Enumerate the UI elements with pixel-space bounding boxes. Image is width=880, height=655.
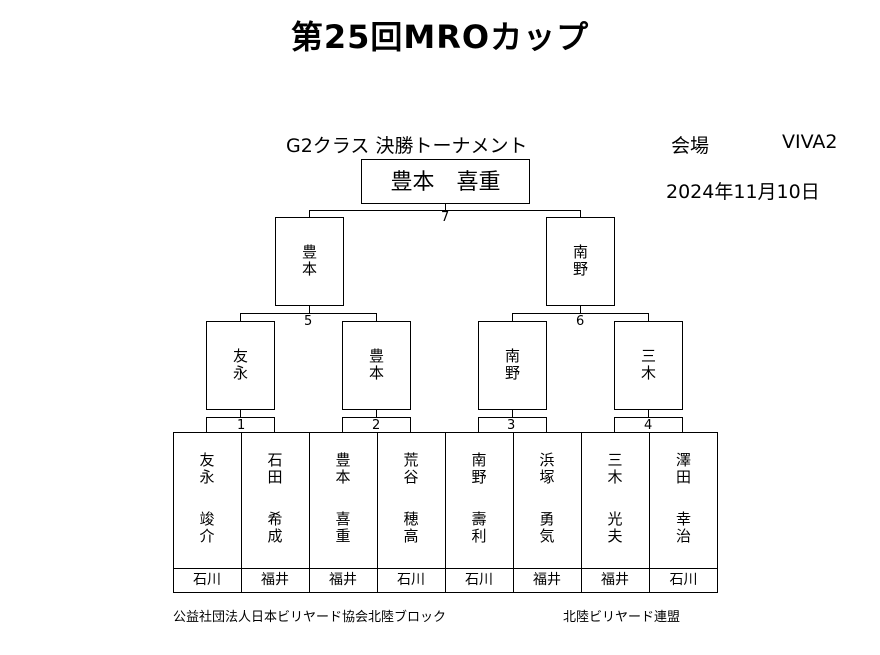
player-given-name: 竣介 [199, 510, 215, 545]
bracket-line [546, 417, 547, 432]
bracket-line [478, 417, 547, 418]
player-cell: 友永 竣介 [173, 432, 241, 568]
match-number-quarter: 1 [237, 418, 246, 433]
event-date: 2024年11月10日 [666, 181, 820, 203]
bracket-line [309, 306, 310, 313]
bracket-line [580, 306, 581, 313]
bracket-line [614, 417, 683, 418]
bracket-line [376, 410, 377, 417]
grid-divider [513, 432, 514, 593]
champion-name: 豊本 喜重 [390, 170, 501, 195]
grid-divider [241, 432, 242, 593]
player-surname: 友永 [199, 451, 215, 486]
semi-name: 南野 [504, 347, 520, 382]
player-given-name: 希成 [267, 510, 283, 545]
bracket-line [309, 210, 310, 217]
bracket-line [410, 417, 411, 432]
bracket-line [342, 417, 411, 418]
final-left-name: 豊本 [301, 243, 317, 278]
semi-box: 友永 [206, 321, 275, 410]
venue-label: 会場 [671, 135, 710, 157]
match-number-final: 7 [441, 210, 450, 225]
bracket-line [580, 210, 581, 217]
semi-box: 南野 [478, 321, 547, 410]
grid-divider [445, 432, 446, 593]
bracket-line [648, 410, 649, 417]
player-given-name: 勇気 [539, 510, 555, 545]
player-surname: 荒谷 [403, 451, 419, 486]
match-number-semi-left: 5 [304, 314, 313, 329]
player-given-name: 幸治 [675, 510, 691, 545]
bracket-line [648, 313, 649, 321]
page-title: 第25回MROカップ [290, 18, 590, 56]
player-cell: 南野 壽利 [445, 432, 513, 568]
semi-name: 豊本 [368, 347, 384, 382]
player-cell: 石田 希成 [241, 432, 309, 568]
player-surname: 浜塚 [539, 451, 555, 486]
bracket-line [614, 417, 615, 432]
player-cell: 浜塚 勇気 [513, 432, 581, 568]
player-prefecture: 石川 [397, 572, 425, 588]
player-given-name: 光夫 [607, 510, 623, 545]
bracket-line [206, 417, 207, 432]
semi-box: 豊本 [342, 321, 411, 410]
match-number-quarter: 4 [644, 418, 653, 433]
bracket-line [240, 313, 241, 321]
bracket-line [206, 417, 275, 418]
player-given-name: 壽利 [471, 510, 487, 545]
player-cell: 豊本 喜重 [309, 432, 377, 568]
player-prefecture: 福井 [329, 572, 357, 588]
champion-box: 豊本 喜重 [361, 159, 530, 204]
venue-name: VIVA2 [782, 131, 838, 153]
player-prefecture: 福井 [533, 572, 561, 588]
grid-divider [649, 432, 650, 593]
player-cell: 澤田 幸治 [649, 432, 718, 568]
player-prefecture: 石川 [465, 572, 493, 588]
footer-federation: 北陸ビリヤード連盟 [563, 610, 681, 625]
bracket-line [376, 313, 377, 321]
player-surname: 澤田 [675, 451, 691, 486]
player-surname: 三木 [607, 451, 623, 486]
bracket-line [512, 313, 513, 321]
player-cell: 荒谷 穂高 [377, 432, 445, 568]
tournament-name: G2クラス 決勝トーナメント [286, 135, 528, 157]
match-number-semi-right: 6 [576, 314, 585, 329]
footer-organizer: 公益社団法人日本ビリヤード協会北陸ブロック [173, 610, 447, 625]
final-right-name: 南野 [572, 243, 588, 278]
bracket-line [240, 410, 241, 417]
bracket-line [309, 210, 581, 211]
semi-name: 友永 [232, 347, 248, 382]
player-prefecture: 石川 [669, 572, 698, 588]
grid-divider [309, 432, 310, 593]
final-left-box: 豊本 [275, 217, 344, 306]
semi-name: 三木 [640, 347, 656, 382]
bracket-line [478, 417, 479, 432]
bracket-line [274, 417, 275, 432]
final-right-box: 南野 [546, 217, 615, 306]
player-surname: 豊本 [335, 451, 351, 486]
player-surname: 石田 [267, 451, 283, 486]
grid-divider [581, 432, 582, 593]
player-given-name: 穂高 [403, 510, 419, 545]
bracket-line [512, 410, 513, 417]
player-prefecture: 石川 [193, 572, 221, 588]
bracket-line [240, 313, 377, 314]
player-prefecture: 福井 [601, 572, 629, 588]
match-number-quarter: 3 [507, 418, 516, 433]
grid-divider [377, 432, 378, 593]
bracket-line [682, 417, 683, 432]
player-surname: 南野 [471, 451, 487, 486]
player-prefecture: 福井 [261, 572, 289, 588]
player-cell: 三木 光夫 [581, 432, 649, 568]
bracket-line [445, 204, 446, 210]
semi-box: 三木 [614, 321, 683, 410]
bracket-line [342, 417, 343, 432]
match-number-quarter: 2 [372, 418, 381, 433]
player-given-name: 喜重 [335, 510, 351, 545]
bracket-line [512, 313, 649, 314]
